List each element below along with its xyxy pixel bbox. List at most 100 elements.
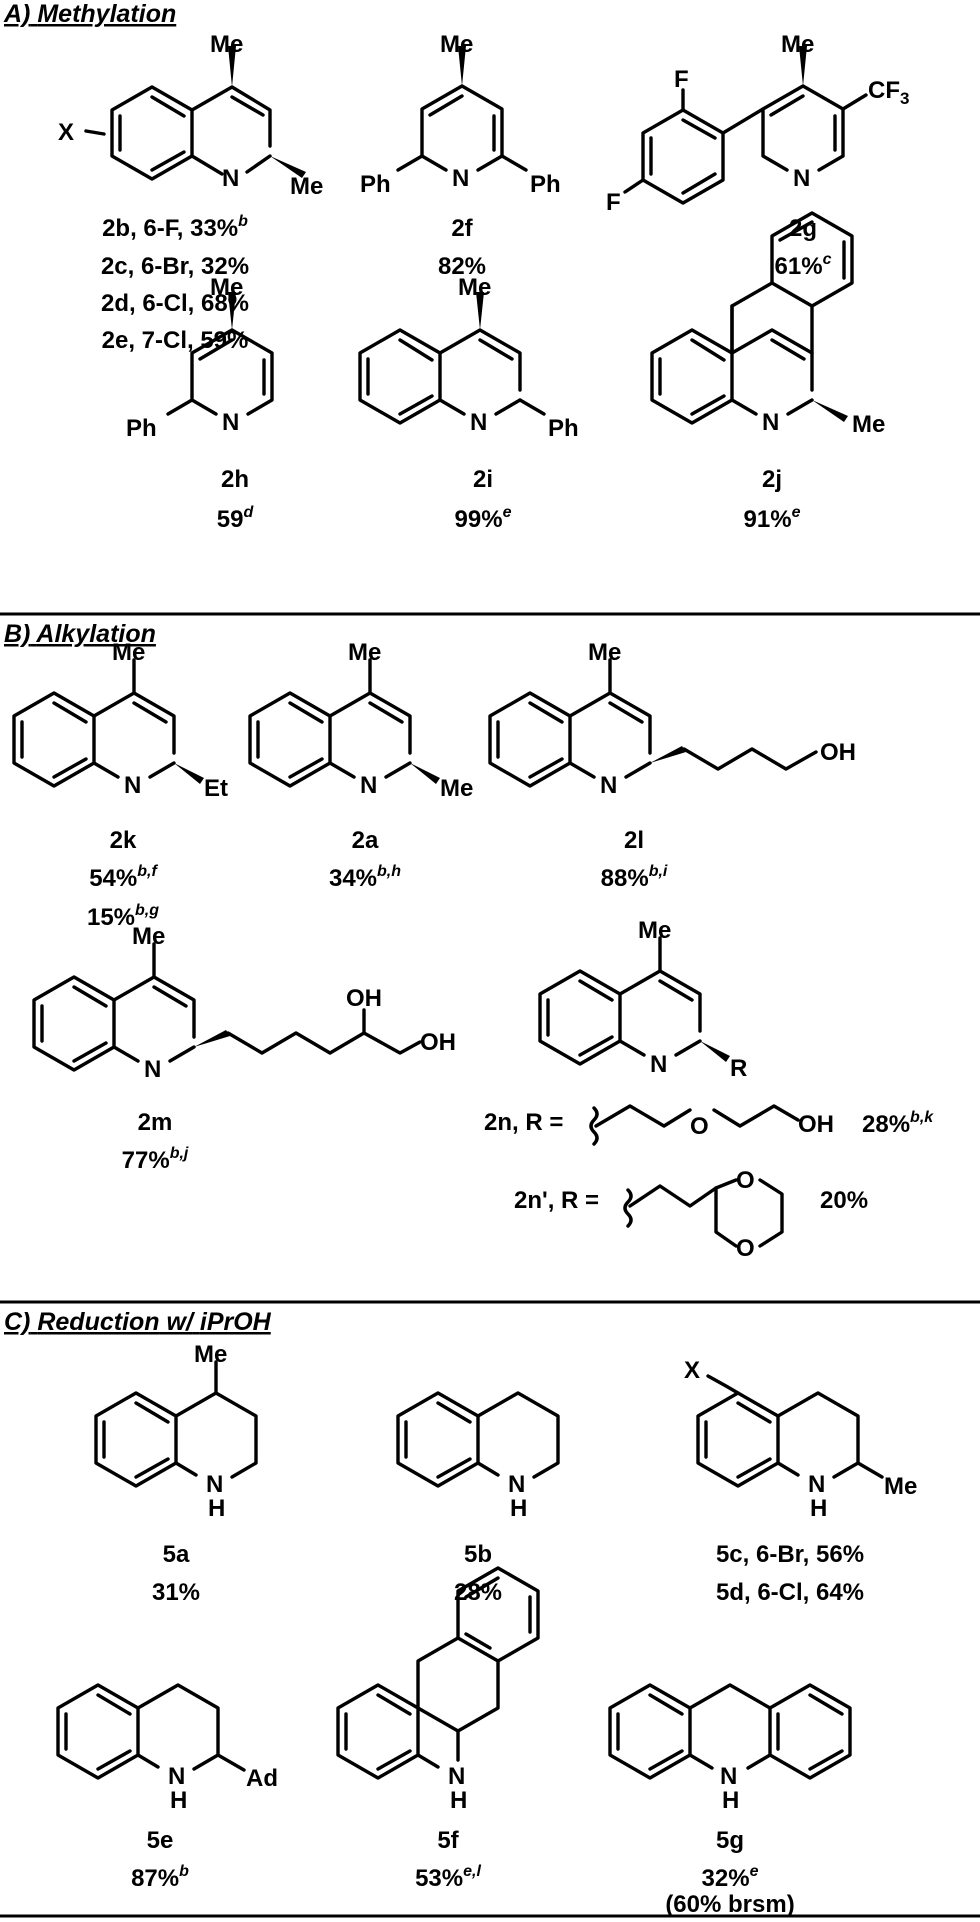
label-5g-note: (60% brsm) [665, 1891, 794, 1918]
atom-o: O [736, 1235, 755, 1262]
structure-2n-prime-chain: O O [623, 1167, 784, 1262]
atom-n: N [452, 165, 469, 192]
label-2n-yield: 28%b,k [862, 1109, 934, 1138]
structure-2g: Me N CF3 F F [606, 31, 909, 216]
label-2k-yield1: 54%b,f [89, 863, 158, 892]
atom-me: Me [781, 31, 814, 58]
label-2j-yield: 91%e [744, 504, 801, 533]
atom-me: Me [112, 639, 145, 666]
atom-h: H [722, 1787, 739, 1814]
atom-oh: OH [820, 739, 856, 766]
label-2i-yield: 99%e [455, 504, 512, 533]
atom-me: Me [194, 1341, 227, 1368]
atom-n: N [144, 1056, 161, 1083]
atom-me: Me [210, 274, 243, 301]
label-2i-id: 2i [473, 466, 493, 493]
structure-2b-2e: Me N Me X [58, 31, 323, 200]
atom-me: Me [132, 923, 165, 950]
atom-ph: Ph [360, 171, 391, 198]
structure-5g: N H [608, 1683, 852, 1814]
label-2l-id: 2l [624, 827, 644, 854]
label-2k-id: 2k [110, 827, 137, 854]
label-2f-id: 2f [451, 215, 473, 242]
label-2g-yield: 61%c [775, 251, 832, 280]
atom-cf3: CF3 [868, 77, 909, 108]
atom-ph: Ph [530, 171, 561, 198]
structure-2h: Me N Ph [126, 274, 274, 442]
label-5b-id: 5b [464, 1541, 492, 1568]
section-b-header: B) Alkylation [4, 620, 156, 648]
label-2n-prefix: 2n, R = [484, 1109, 563, 1136]
label-2f-yield: 82% [438, 253, 486, 280]
label-5a-id: 5a [163, 1541, 190, 1568]
label-5e-id: 5e [147, 1827, 174, 1854]
label-2h-id: 2h [221, 466, 249, 493]
label-5d: 5d, 6-Cl, 64% [716, 1579, 864, 1606]
atom-n: N [600, 772, 617, 799]
label-2a-id: 2a [352, 827, 379, 854]
atom-h: H [450, 1787, 467, 1814]
structure-5f: N H [336, 1566, 540, 1814]
label-5g-id: 5g [716, 1827, 744, 1854]
atom-ph: Ph [126, 415, 157, 442]
label-2m-yield: 77%b,j [122, 1145, 189, 1174]
structure-5b: N H [396, 1391, 560, 1522]
label-2c: 2c, 6-Br, 32% [101, 253, 249, 280]
label-5f-yield: 53%e,l [415, 1863, 481, 1892]
structure-5a: Me N H [94, 1341, 258, 1522]
atom-n: N [720, 1763, 737, 1790]
atom-n: N [206, 1471, 223, 1498]
atom-f: F [674, 66, 689, 93]
atom-me: Me [290, 173, 323, 200]
atom-me: Me [588, 639, 621, 666]
atom-me: Me [458, 274, 491, 301]
structure-2n-chain: O OH [589, 1104, 834, 1146]
atom-n: N [808, 1471, 825, 1498]
atom-n: N [360, 772, 377, 799]
structure-5c-5d: X N H Me [684, 1357, 917, 1522]
atom-r: R [730, 1055, 747, 1082]
structure-2j: N Me [650, 211, 885, 438]
section-a-header: A) Methylation [3, 0, 176, 28]
atom-n: N [168, 1763, 185, 1790]
atom-x: X [58, 119, 74, 146]
atom-me: Me [852, 411, 885, 438]
atom-me: Me [210, 31, 243, 58]
label-5e-yield: 87%b [131, 1863, 189, 1892]
label-2b: 2b, 6-F, 33%b [102, 213, 248, 242]
atom-f: F [606, 189, 621, 216]
atom-me: Me [638, 917, 671, 944]
label-2a-yield: 34%b,h [329, 863, 401, 892]
label-2j-id: 2j [762, 466, 782, 493]
atom-n: N [762, 409, 779, 436]
atom-n: N [222, 165, 239, 192]
label-2d: 2d, 6-Cl, 68% [101, 290, 249, 317]
structure-2l: Me N OH [488, 639, 856, 799]
atom-oh: OH [798, 1111, 834, 1138]
label-5c: 5c, 6-Br, 56% [716, 1541, 864, 1568]
atom-ad: Ad [246, 1765, 278, 1792]
atom-n: N [222, 409, 239, 436]
atom-n: N [650, 1051, 667, 1078]
structure-5e: N H Ad [56, 1683, 278, 1814]
label-5g-yield: 32%e [702, 1863, 759, 1892]
atom-n: N [470, 409, 487, 436]
structure-2a: Me N Me [248, 639, 473, 802]
atom-ph: Ph [548, 415, 579, 442]
atom-h: H [208, 1495, 225, 1522]
structure-2n-core: Me N R [538, 917, 747, 1082]
atom-oh: OH [346, 985, 382, 1012]
label-5b-yield: 28% [454, 1579, 502, 1606]
atom-x: X [684, 1357, 700, 1384]
label-2m-id: 2m [138, 1109, 173, 1136]
atom-et: Et [204, 775, 228, 802]
label-2h-yield: 59d [217, 504, 255, 533]
atom-h: H [170, 1787, 187, 1814]
atom-h: H [810, 1495, 827, 1522]
atom-n: N [508, 1471, 525, 1498]
label-2n-prime-yield: 20% [820, 1187, 868, 1214]
atom-me: Me [884, 1473, 917, 1500]
atom-oh: OH [420, 1029, 456, 1056]
structure-2f: Me N Ph Ph [360, 31, 561, 198]
